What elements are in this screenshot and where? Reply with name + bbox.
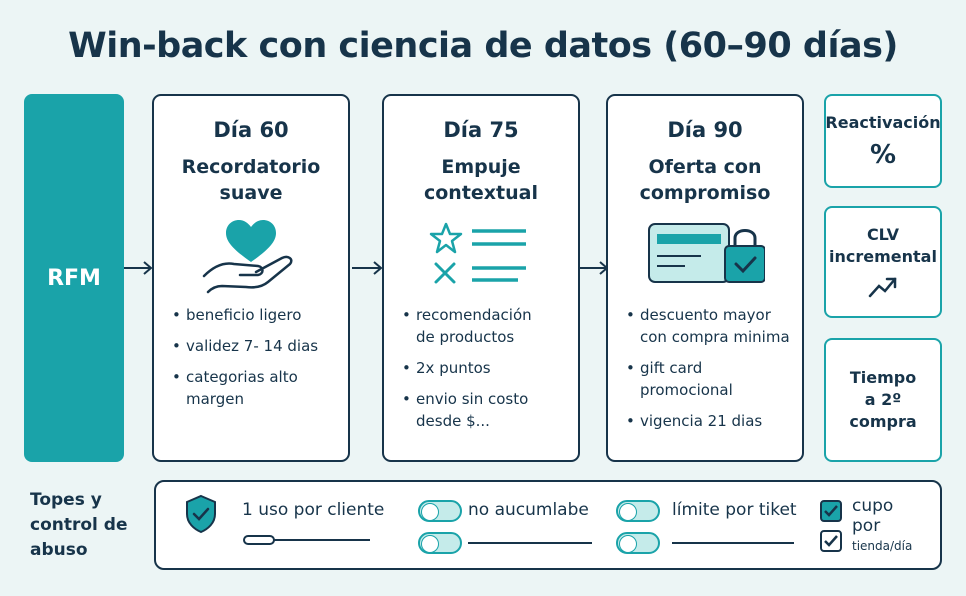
limit-no-acumulable: no aucumlabe [468,500,589,520]
stage-name: Oferta con compromiso [639,156,771,204]
stage-day: Día 75 [443,118,519,142]
arrow-day60-to-day75 [352,261,383,275]
toggle-no-acumulable[interactable] [418,500,462,522]
stage-name: Empuje contextual [423,156,538,204]
card-lock-icon [608,216,802,294]
list-item: 2x puntos [402,357,578,379]
stage-day-75: Día 75 Empuje contextual recomendaciónde… [382,94,580,462]
stage-name: Recordatorio suave [181,156,321,204]
limit-uso-por-cliente: 1 uso por cliente [242,500,385,520]
list-item: vigencia 21 dias [626,410,802,432]
heart-hand-icon [154,216,348,294]
list-item: beneficio ligero [172,304,348,326]
divider-line [468,542,592,544]
divider-line [672,542,794,544]
stage-day-90: Día 90 Oferta con compromiso descuento m… [606,94,804,462]
checkbox-checked-icon[interactable] [820,500,842,522]
limits-label: Topes y control de abuso [30,490,128,560]
rfm-block: RFM [24,94,124,462]
star-checklist-icon [384,216,578,294]
toggle-limite-tiket-2[interactable] [616,532,660,554]
stage-day-60: Día 60 Recordatorio suave beneficio lige… [152,94,350,462]
toggle-limite-tiket[interactable] [616,500,660,522]
checkbox-checked-icon[interactable] [820,530,842,552]
page-title: Win-back con ciencia de datos (60–90 día… [68,26,898,66]
metric-reactivacion: Reactivación % [824,94,942,188]
metric-value: % [869,140,897,170]
stage-day: Día 90 [667,118,743,142]
slider-icon [243,535,370,545]
limits-panel: 1 uso por cliente no aucumlabe límite po… [154,480,942,570]
stage-day: Día 60 [213,118,289,142]
metric-clv: CLV incremental [824,206,942,318]
limit-cupo-tienda-dia: cupo por tienda/día [852,496,913,553]
limit-por-tiket: límite por tiket [672,500,797,520]
arrow-rfm-to-day60 [124,261,153,275]
metric-tiempo-segunda-compra: Tiempo a 2º compra [824,338,942,462]
list-item: validez 7- 14 dias [172,335,348,357]
shield-check-icon [186,494,216,534]
trend-up-icon [868,277,897,298]
stage-bullets: beneficio ligero validez 7- 14 dias cate… [154,304,348,410]
toggle-no-acumulable-2[interactable] [418,532,462,554]
